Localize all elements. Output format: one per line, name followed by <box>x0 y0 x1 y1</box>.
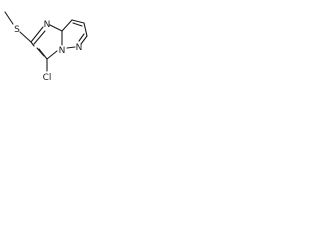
bond-c2-n1-double <box>33 30 46 45</box>
atom-label-s: S <box>14 25 20 35</box>
bond-c4-n3 <box>38 48 48 60</box>
atom-label-cl: Cl <box>43 73 52 83</box>
bond-n5-c4 <box>46 50 58 60</box>
chemical-structure: N S N N Cl <box>4 11 88 83</box>
bond-c8a-c3a <box>61 19 73 32</box>
bond-c4-n3-double <box>36 47 45 57</box>
atom-label-n-pyrazole: N <box>76 43 83 53</box>
bond-c3a-c3 <box>71 19 85 24</box>
atom-label-n-bridge: N <box>59 46 66 56</box>
bond-n1p-n5 <box>66 46 76 49</box>
bond-c2-n1 <box>30 26 44 43</box>
bond-n1-c8a <box>49 24 63 32</box>
bond-c3a-c3-double <box>72 22 83 27</box>
bond-n3-c2 <box>30 41 35 47</box>
bond-c2p-n1p <box>80 35 88 45</box>
bond-methyl-s <box>4 11 14 25</box>
bond-s-c2 <box>19 31 32 43</box>
bond-c3-c2p <box>83 22 88 37</box>
atom-label-n-top: N <box>44 20 51 30</box>
bond-c2p-n1p-double <box>78 33 85 42</box>
